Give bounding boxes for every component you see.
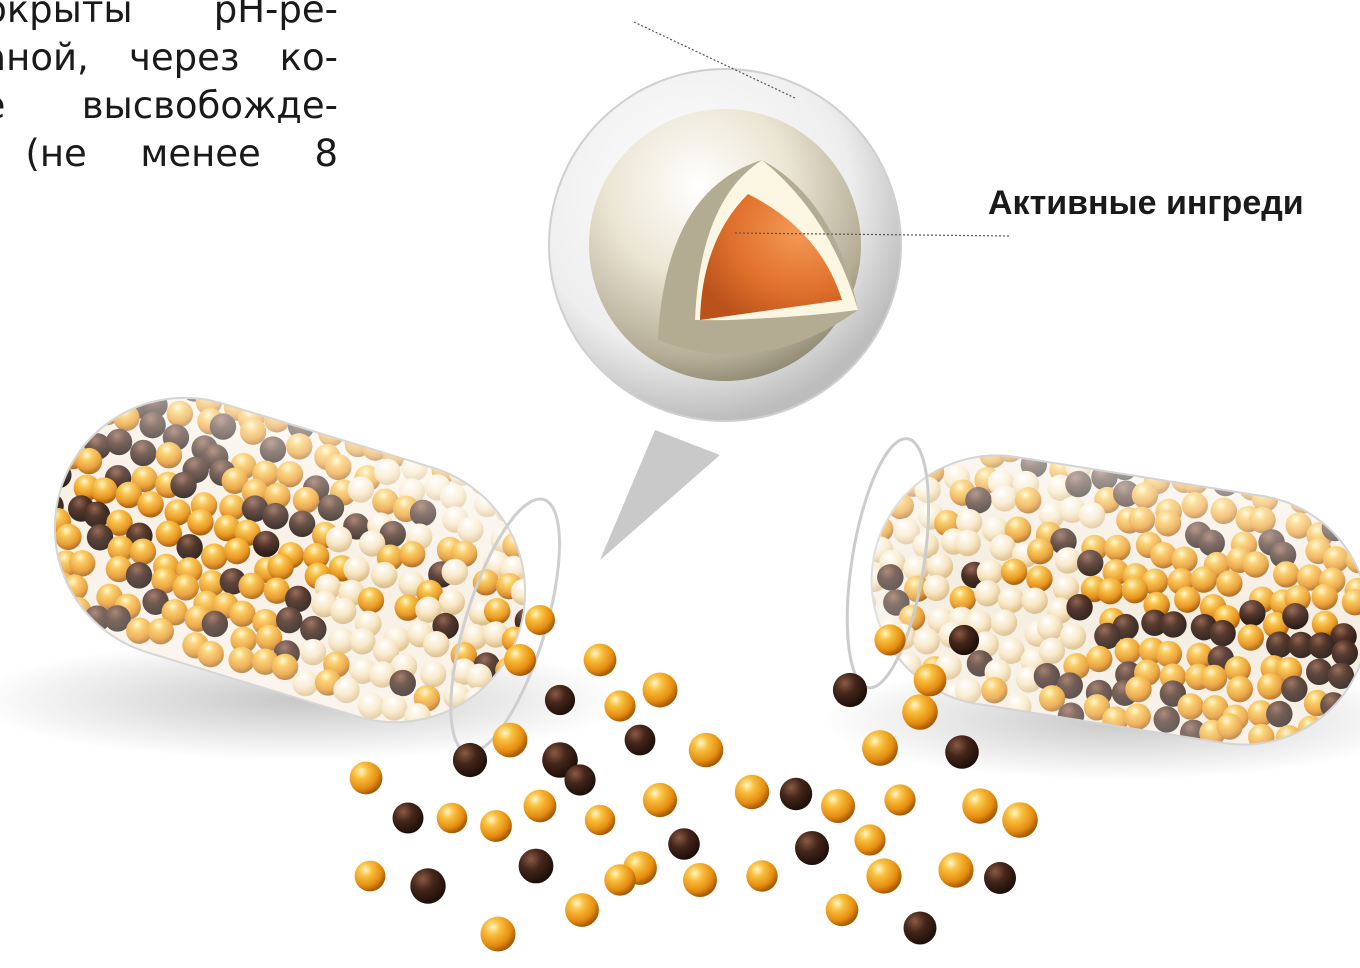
bead (1326, 496, 1353, 523)
bead (123, 369, 151, 397)
bead (84, 365, 112, 380)
description-line: раной, через ко- (0, 36, 338, 79)
description-line: . (не менее 8 (0, 132, 338, 175)
bead (518, 848, 554, 884)
bead (73, 401, 101, 428)
bead (854, 824, 886, 856)
bead (903, 911, 937, 945)
bead (874, 624, 906, 656)
bead (938, 852, 974, 888)
bead (519, 490, 546, 517)
bead (480, 810, 512, 842)
bead (931, 437, 958, 464)
bead (74, 377, 101, 405)
bead (354, 860, 386, 892)
bead (104, 365, 132, 384)
bead (480, 916, 516, 952)
bead (523, 789, 557, 823)
bead (392, 802, 424, 834)
bead (624, 724, 656, 756)
bead (913, 663, 947, 697)
bead (452, 742, 488, 778)
bead (544, 684, 576, 716)
bead (832, 672, 868, 708)
bead (825, 893, 859, 927)
description-line: покрыты pH-ре- (0, 0, 338, 31)
bead (22, 557, 49, 585)
bead (542, 742, 578, 778)
bead (22, 582, 39, 609)
bead (862, 730, 898, 766)
bead (492, 722, 528, 758)
bead (564, 764, 596, 796)
bead (38, 585, 66, 613)
bead (902, 694, 938, 730)
description-line: ое высвобожде- (0, 84, 338, 127)
bead (984, 862, 1016, 894)
bead (604, 690, 636, 722)
bead (565, 893, 599, 927)
bead (514, 507, 541, 534)
bead (884, 784, 916, 816)
bead (1351, 505, 1360, 532)
bead (504, 644, 536, 676)
bead (950, 437, 977, 458)
bead (821, 789, 855, 823)
bead (436, 802, 468, 834)
bead (1002, 802, 1038, 838)
bead (866, 858, 902, 894)
bead (525, 605, 555, 635)
active-core (700, 194, 842, 320)
bead (962, 788, 998, 824)
bead (642, 672, 678, 708)
bead (349, 761, 383, 795)
bead (526, 566, 554, 593)
bead (688, 732, 724, 768)
bead (583, 643, 617, 677)
leader-line-top (633, 21, 796, 99)
zoom-bubble (548, 68, 902, 560)
bead (525, 543, 553, 570)
bead (604, 864, 636, 896)
bead (779, 777, 813, 811)
description-text: покрыты pH-ре- раной, через ко- ое высво… (0, 0, 338, 178)
bead (746, 860, 778, 892)
active-ingredients-label: Активные ингреди (988, 184, 1304, 222)
bead (26, 540, 53, 568)
leader-line-core (734, 232, 1011, 237)
bead (734, 774, 770, 810)
bead (410, 868, 446, 904)
scattered-beads (349, 605, 1038, 952)
bead (795, 831, 829, 865)
bead (945, 735, 979, 769)
bead (642, 782, 678, 818)
bead (683, 863, 717, 897)
bead (584, 804, 616, 836)
bead (668, 828, 700, 860)
bead (948, 624, 980, 656)
bead (153, 370, 181, 397)
